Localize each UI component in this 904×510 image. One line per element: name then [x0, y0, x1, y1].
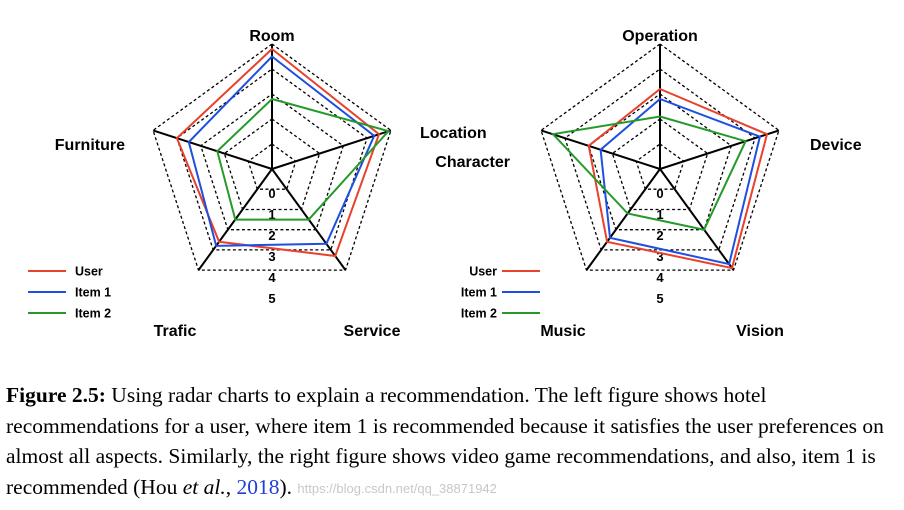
caption-text-mid: , — [225, 474, 237, 499]
legend-label: Item 2 — [75, 307, 111, 321]
legend-label: Item 1 — [461, 286, 497, 300]
grid-ring-3 — [587, 93, 733, 231]
axis-label: Character — [435, 154, 510, 171]
legend-item: Item 2 — [461, 307, 540, 321]
scale-label: 1 — [656, 207, 663, 222]
axis-label: Room — [249, 28, 294, 45]
grid-ring-1 — [635, 143, 685, 190]
axis-label: Furniture — [55, 137, 125, 154]
grid-ring-4 — [564, 68, 756, 251]
legend-item: Item 2 — [28, 307, 111, 321]
legend-item: User — [469, 265, 540, 279]
series-polygon — [550, 115, 748, 231]
scale-label: 2 — [656, 228, 663, 243]
watermark: https://blog.csdn.net/qq_38871942 — [297, 480, 497, 496]
axis-label: Location — [420, 125, 487, 142]
caption-etal: et al. — [182, 474, 226, 499]
legend-label: Item 2 — [461, 307, 497, 321]
scale-label: 0 — [268, 186, 275, 201]
scale-label: 3 — [656, 249, 663, 264]
axis-label: Operation — [622, 28, 698, 45]
scale-label: 2 — [268, 228, 275, 243]
scale-label: 4 — [268, 270, 276, 285]
axis-spoke — [659, 168, 735, 271]
series-polygon — [216, 97, 391, 221]
legend-item: User — [28, 265, 103, 279]
series-polygon — [587, 87, 769, 270]
scale-label: 0 — [656, 186, 663, 201]
axis-label: Vision — [736, 323, 784, 340]
axis-spoke — [585, 168, 661, 271]
grid-ring-3 — [199, 93, 345, 231]
scale-label: 3 — [268, 249, 275, 264]
grid-ring-1 — [247, 143, 297, 190]
scale-label: 5 — [268, 291, 275, 306]
axis-label: Music — [540, 323, 585, 340]
legend-label: User — [75, 265, 103, 279]
scale-label: 5 — [656, 291, 663, 306]
legend-item: Item 1 — [461, 286, 540, 300]
legend-label: User — [469, 265, 497, 279]
scale-label: 4 — [656, 270, 664, 285]
axis-spoke — [271, 129, 392, 170]
grid-ring-5 — [152, 43, 392, 271]
axis-spoke — [152, 129, 273, 170]
figure-caption: Figure 2.5: Using radar charts to explai… — [6, 380, 898, 504]
citation-year-link[interactable]: 2018 — [236, 474, 280, 499]
grid-ring-4 — [176, 68, 368, 251]
legend-label: Item 1 — [75, 286, 111, 300]
caption-label: Figure 2.5: — [6, 383, 106, 407]
caption-text: Using radar charts to explain a recommen… — [6, 383, 884, 499]
axis-spoke — [659, 129, 780, 170]
series-polygon — [175, 47, 381, 258]
caption-text-end: ). — [279, 474, 293, 499]
series-polygon — [599, 97, 762, 266]
scale-label: 1 — [268, 207, 275, 222]
axis-label: Service — [344, 323, 401, 340]
legend-item: Item 1 — [28, 286, 111, 300]
axis-label: Trafic — [154, 323, 197, 340]
grid-ring-5 — [540, 43, 780, 271]
axis-label: Device — [810, 137, 862, 154]
